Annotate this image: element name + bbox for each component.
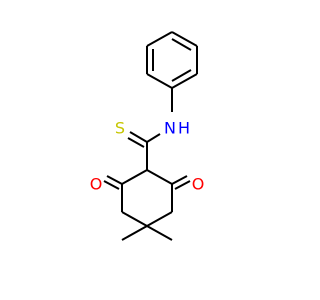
bond-co-right-b: [174, 180, 191, 190]
bond-ph-4: [171, 31, 198, 47]
bond-ring-4: [146, 211, 173, 227]
bond-ph-1: [146, 73, 173, 89]
bond-cs-a: [129, 131, 148, 143]
bond-ph-6-inner: [171, 69, 192, 82]
cyclohexanedione-ring: [121, 169, 173, 227]
oxygen-right-atom-label: O: [192, 175, 205, 194]
molecule-diagram: S N H O O: [90, 31, 205, 241]
bond-ph-4-inner: [171, 38, 192, 51]
bond-co-left-b: [103, 180, 120, 190]
bond-ring-3: [121, 211, 148, 227]
oxygen-left-atom-label: O: [90, 175, 103, 194]
bond-ring-1: [121, 169, 148, 185]
bond-methyl-left: [121, 225, 148, 241]
carbonyl-right-double-bond: [171, 175, 191, 190]
bond-co-left-a: [106, 175, 123, 185]
phenyl-ring: [146, 31, 198, 89]
bond-methyl-right: [146, 225, 173, 241]
bond-ph-6: [171, 73, 198, 89]
nitrogen-atom-label: N: [164, 119, 176, 138]
hydrogen-atom-label: H: [178, 119, 190, 138]
bond-ring-6: [146, 169, 173, 185]
carbonyl-left-double-bond: [103, 175, 123, 190]
gem-dimethyl: [121, 225, 173, 241]
bond-cs-b: [127, 137, 145, 148]
thione-double-bond: [127, 131, 148, 148]
sulfur-atom-label: S: [115, 119, 125, 138]
bond-ph-3: [146, 31, 173, 47]
bond-co-right-a: [171, 175, 188, 185]
bond-n-c: [146, 133, 161, 143]
